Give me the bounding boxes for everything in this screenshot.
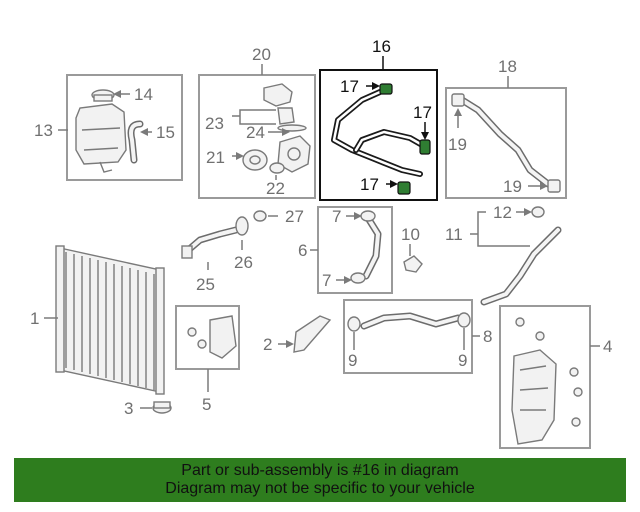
callout-26: 26 (234, 253, 253, 272)
deflector-2[interactable] (293, 315, 332, 353)
callout-18: 18 (498, 57, 517, 76)
group-thermostat: 20 23 24 21 22 (198, 45, 316, 199)
o-ring-22[interactable] (269, 162, 285, 174)
callout-3: 3 (124, 399, 133, 418)
air-baffle-4[interactable] (511, 349, 557, 445)
bypass-hose-8[interactable] (360, 312, 462, 330)
callout-22: 22 (266, 179, 285, 198)
callout-17-bottom: 17 (360, 175, 379, 194)
reservoir-hose[interactable] (127, 120, 144, 164)
gasket-26[interactable] (235, 216, 249, 236)
group-box-20 (198, 74, 316, 199)
callout-24: 24 (246, 123, 265, 142)
callout-12: 12 (493, 203, 512, 222)
callout-5: 5 (202, 395, 211, 414)
hose-assembly-16[interactable] (331, 89, 427, 177)
banner-line-1: Part or sub-assembly is #16 in diagram (181, 462, 459, 479)
o-ring-27[interactable] (253, 210, 267, 222)
clamp-17-right[interactable] (419, 139, 431, 155)
clamp-19-bottom[interactable] (547, 179, 561, 193)
group-box-4 (499, 305, 591, 449)
clamp-7-bottom[interactable] (350, 272, 366, 284)
o-ring-12[interactable] (531, 206, 545, 218)
callout-2: 2 (263, 335, 272, 354)
heater-hose[interactable] (458, 96, 552, 188)
clamp-7-top[interactable] (360, 210, 376, 222)
callout-16: 16 (372, 37, 391, 56)
group-5: 5 (175, 305, 240, 414)
clamp-17-bottom[interactable] (397, 181, 411, 195)
clamp-17-top[interactable] (379, 83, 393, 95)
callout-7-top: 7 (332, 207, 341, 226)
sensor-10[interactable] (403, 255, 423, 273)
radiator[interactable] (55, 245, 165, 395)
callout-6: 6 (298, 241, 307, 260)
group-box-8 (343, 299, 473, 374)
callout-21: 21 (206, 148, 225, 167)
group-4: 4 (499, 305, 612, 449)
inlet-pipe-25[interactable] (181, 226, 240, 259)
callout-9-right: 9 (458, 351, 467, 370)
callout-13: 13 (34, 121, 53, 140)
info-banner: Part or sub-assembly is #16 in diagram D… (14, 458, 626, 502)
callout-11: 11 (445, 225, 463, 244)
clip-4-set[interactable] (515, 317, 583, 427)
hose-6[interactable] (362, 214, 382, 280)
callout-8: 8 (483, 327, 492, 346)
banner-line-2: Diagram may not be specific to your vehi… (165, 480, 475, 497)
group-box-18 (445, 87, 567, 199)
group-box-13 (66, 74, 183, 181)
callout-25: 25 (196, 275, 215, 294)
callout-20: 20 (252, 45, 271, 64)
outlet-pipe-11[interactable] (480, 226, 562, 306)
callout-19-bottom: 19 (503, 177, 522, 196)
reservoir-tank[interactable] (75, 103, 127, 173)
thermostat-valve[interactable] (277, 107, 295, 125)
callout-17-right: 17 (413, 103, 432, 122)
group-6: 7 7 6 (298, 206, 393, 294)
callout-15: 15 (156, 123, 175, 142)
callout-17-top: 17 (340, 77, 359, 96)
group-16-highlight: 16 17 17 17 (319, 37, 438, 201)
housing-seal-21[interactable] (242, 149, 268, 171)
callout-23: 23 (205, 114, 224, 133)
drain-plug-3[interactable] (152, 401, 172, 414)
bracket-5[interactable] (187, 315, 237, 359)
group-reservoir: 14 13 15 (34, 74, 183, 181)
clamp-19-top[interactable] (451, 93, 465, 107)
callout-4: 4 (603, 337, 612, 356)
group-heater-hose: 18 19 19 (445, 57, 567, 199)
clamp-9-right[interactable] (457, 312, 471, 328)
callout-19-top: 19 (448, 135, 467, 154)
callout-1: 1 (30, 309, 39, 328)
callout-7-bottom: 7 (322, 271, 331, 290)
reservoir-cap[interactable] (91, 89, 115, 102)
callout-27: 27 (285, 207, 304, 226)
clamp-9-left[interactable] (347, 316, 361, 332)
callout-9-left: 9 (348, 351, 357, 370)
group-8: 9 9 8 (343, 299, 492, 374)
group-box-16 (319, 69, 438, 201)
parts-diagram: 14 13 15 20 23 24 21 (30, 37, 612, 449)
callout-10: 10 (401, 225, 420, 244)
thermostat-outlet[interactable] (263, 83, 293, 107)
callout-14: 14 (134, 85, 153, 104)
